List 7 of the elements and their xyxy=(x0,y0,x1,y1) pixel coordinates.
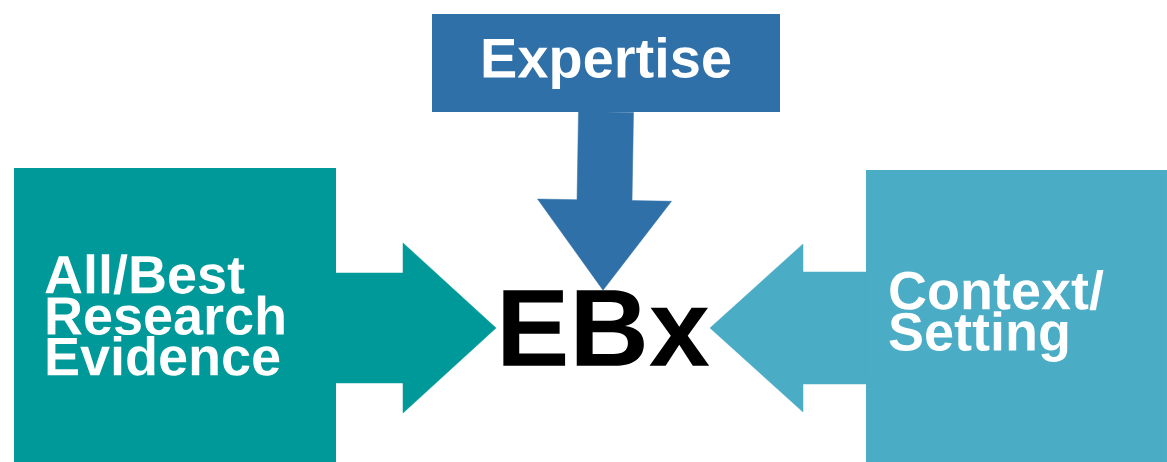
panel-box: Expertise xyxy=(432,14,780,112)
block-arrow xyxy=(709,243,867,413)
panel-box: Context/ Setting xyxy=(866,170,1167,462)
center-text: EBx xyxy=(503,290,710,366)
block-arrow xyxy=(537,111,672,291)
block-arrow xyxy=(335,242,497,414)
panel-box: All/Best Research Evidence xyxy=(14,168,336,462)
